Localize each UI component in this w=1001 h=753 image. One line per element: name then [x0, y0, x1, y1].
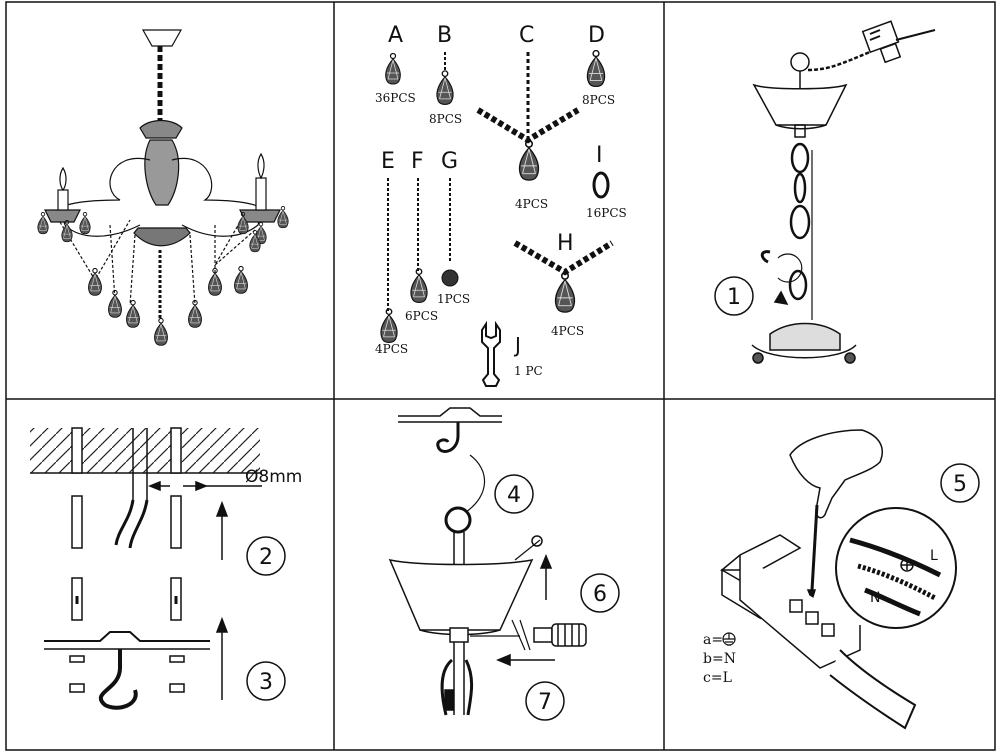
part-j-letter: J — [513, 333, 521, 357]
part-b-qty: 8PCS — [429, 112, 462, 126]
part-c-qty: 4PCS — [515, 197, 548, 211]
part-a-letter: A — [388, 23, 403, 48]
part-f-letter: F — [411, 149, 424, 174]
step-5-number: 5 — [953, 472, 967, 497]
step-2-circle — [246, 536, 286, 576]
step-7-circle — [525, 681, 565, 721]
step-4-number: 4 — [507, 483, 521, 508]
part-e-letter: E — [381, 149, 395, 174]
part-h-letter: H — [557, 231, 574, 256]
part-a-qty: 36PCS — [375, 91, 416, 105]
part-g-crystal-ball — [441, 269, 459, 287]
part-f-qty: 6PCS — [405, 309, 438, 323]
panel-grid — [5, 1, 996, 751]
wiring-diagram — [719, 429, 957, 730]
part-h-crystal-drop — [554, 272, 576, 313]
step1-chain-hook-diagram — [751, 20, 936, 364]
legend-a-earth: a= — [703, 632, 723, 648]
part-j-qty: 1 PC — [514, 364, 543, 378]
part-g-letter: G — [441, 149, 458, 174]
part-i-letter: I — [596, 143, 603, 168]
step-1-number: 1 — [727, 285, 741, 310]
part-b-letter: B — [437, 23, 452, 48]
part-c-letter: C — [519, 23, 534, 48]
step-5-circle — [940, 463, 980, 503]
step-2-number: 2 — [259, 545, 273, 570]
part-i-qty: 16PCS — [586, 206, 627, 220]
part-e-qty: 4PCS — [375, 342, 408, 356]
part-d-qty: 8PCS — [582, 93, 615, 107]
part-d-crystal-drop — [586, 50, 606, 88]
part-a-crystal-drop — [385, 53, 401, 85]
chandelier-crystals — [37, 206, 289, 346]
wire-label-l: L — [930, 548, 938, 564]
part-g-qty: 1PCS — [437, 292, 470, 306]
wiring-legend: a= b=N c=L — [703, 632, 736, 686]
chandelier-overview — [44, 29, 281, 320]
step-1-circle — [714, 276, 754, 316]
earth-ground-icon — [722, 632, 736, 646]
step-3-number: 3 — [259, 670, 273, 695]
part-e-crystal-drop — [380, 308, 398, 344]
step-6-circle — [580, 573, 620, 613]
wire-label-n: N — [870, 590, 880, 606]
drill-hole-diameter: Ø8mm — [245, 467, 302, 487]
part-d-letter: D — [588, 23, 605, 48]
step-6-number: 6 — [593, 582, 607, 607]
part-c-crystal-drop — [518, 140, 540, 181]
part-i-ring — [592, 171, 610, 199]
part-f-crystal-drop — [410, 268, 428, 304]
part-j-wrench-icon — [481, 320, 501, 387]
step-7-number: 7 — [538, 690, 552, 715]
part-h-qty: 4PCS — [551, 324, 584, 338]
step-4-circle — [494, 474, 534, 514]
part-b-crystal-drop — [436, 70, 454, 106]
legend-c-live: c=L — [703, 670, 732, 686]
legend-b-neutral: b=N — [703, 651, 736, 667]
hang-canopy-diagram — [388, 407, 587, 716]
parts-list: A 36PCS B 8PCS C 4PCS D 8PCS E 4PCS F 6P… — [375, 23, 627, 387]
ceiling-mount-diagram — [30, 427, 262, 710]
step-3-circle — [246, 661, 286, 701]
